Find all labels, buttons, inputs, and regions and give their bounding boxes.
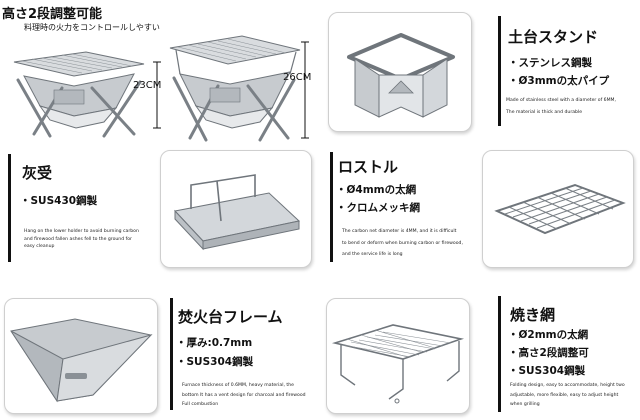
section-title-net: 焼き網 bbox=[510, 306, 556, 324]
dim-label-low: 23CM bbox=[133, 80, 162, 91]
bullet-grill-2: ・クロムメッキ網 bbox=[336, 202, 420, 214]
net-illustration bbox=[331, 324, 465, 404]
section-title-frame: 焚火台フレーム bbox=[178, 308, 283, 326]
grill-high-illustration bbox=[169, 35, 301, 142]
grill-grate-photo-panel bbox=[482, 150, 634, 268]
hero-subtitle: 料理時の火力をコントロールしやすい bbox=[24, 23, 160, 32]
hero-title: 高さ2段調整可能 bbox=[2, 7, 103, 22]
frame-illustration bbox=[10, 318, 153, 403]
grill-grate-illustration bbox=[494, 183, 626, 235]
base-stand-illustration bbox=[347, 33, 455, 118]
bullet-base-2: ・Ø3mmの太パイプ bbox=[508, 75, 610, 87]
desc-ashtray: Hang on the lower holder to avoid burnin… bbox=[24, 229, 139, 249]
frame-photo-panel bbox=[4, 298, 158, 414]
bullet-net-2: ・高さ2段調整可 bbox=[508, 347, 589, 359]
bullet-net-1: ・Ø2mmの太網 bbox=[508, 329, 589, 341]
desc-grill: The carbon net diameter is 4MM, and it i… bbox=[342, 229, 463, 257]
bullet-frame-1: ・厚み:0.7mm bbox=[176, 337, 253, 349]
bullet-frame-2: ・SUS304鋼製 bbox=[176, 356, 254, 368]
ashtray-photo-panel bbox=[160, 150, 312, 268]
section-title-base: 土台スタンド bbox=[508, 28, 599, 46]
bullet-base-1: ・ステンレス鋼製 bbox=[508, 57, 592, 69]
ashtray-illustration bbox=[174, 174, 301, 251]
bullet-grill-1: ・Ø4mmの太網 bbox=[336, 184, 417, 196]
net-photo-panel bbox=[326, 298, 470, 414]
grill-low-illustration bbox=[13, 51, 145, 138]
dim-arrow-high bbox=[301, 41, 309, 139]
bullet-ashtray-1: ・SUS430鋼製 bbox=[20, 195, 98, 207]
desc-frame: Furnace thickness of 0.6MM, heavy materi… bbox=[182, 383, 306, 407]
section-bar-ashtray bbox=[8, 154, 11, 262]
desc-base: Made of stainless steel with a diameter … bbox=[506, 98, 616, 115]
section-bar-base bbox=[498, 16, 501, 126]
desc-net: Folding design, easy to accommodate, hei… bbox=[510, 383, 625, 407]
section-bar-net bbox=[498, 296, 501, 412]
section-title-ashtray: 灰受 bbox=[22, 164, 53, 182]
bullet-net-3: ・SUS304鋼製 bbox=[508, 365, 586, 377]
dim-arrow-low bbox=[153, 61, 161, 129]
dim-label-high: 26CM bbox=[283, 72, 312, 83]
base-stand-photo-panel bbox=[328, 12, 472, 132]
section-bar-grill bbox=[330, 152, 333, 262]
section-bar-frame bbox=[170, 298, 173, 410]
section-title-grill: ロストル bbox=[338, 158, 399, 176]
